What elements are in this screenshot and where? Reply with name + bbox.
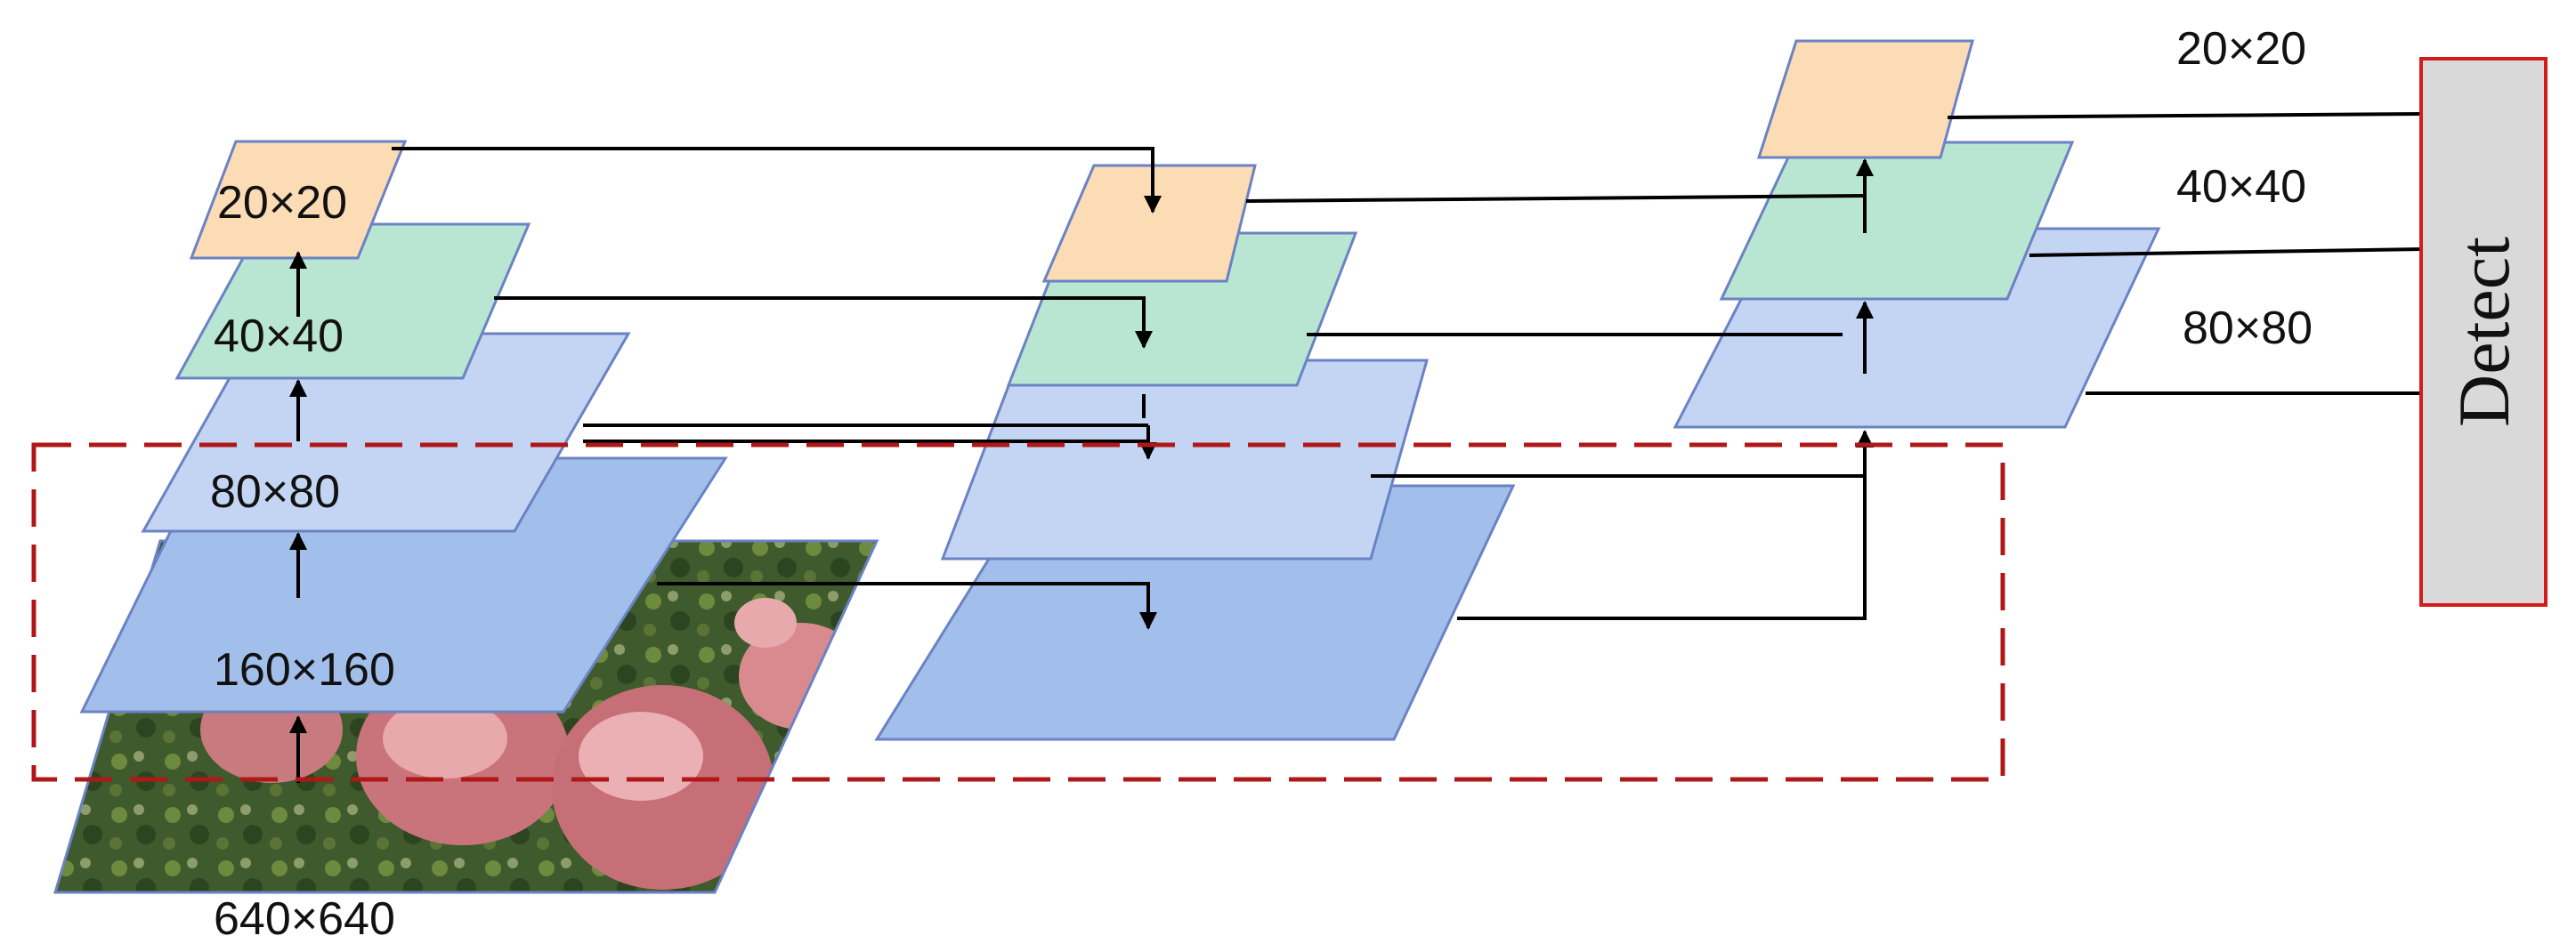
detect-label: Detect xyxy=(2443,237,2524,427)
backbone-p5-plane xyxy=(189,140,408,260)
neck-p5-plane xyxy=(1041,164,1257,283)
bottomup-connections xyxy=(1245,158,1874,620)
backbone-p3-plane xyxy=(141,332,631,533)
head-p5-label: 20×20 xyxy=(2176,23,2306,75)
head-p3-label: 80×80 xyxy=(2183,303,2313,354)
head-p5-plane xyxy=(1756,39,1974,159)
neck-column xyxy=(874,164,1516,741)
conn-neck-p5-to-head xyxy=(1245,194,1866,203)
head-p4-label: 40×40 xyxy=(2176,161,2306,213)
neck-p3-plane xyxy=(940,359,1429,561)
backbone-p3-label: 80×80 xyxy=(210,466,340,518)
conn-p5-to-neck-p5 xyxy=(392,147,1162,214)
detect-box xyxy=(2419,57,2548,607)
conn-head-p5-detect xyxy=(1947,112,2422,119)
detect-connections xyxy=(1947,112,2422,395)
backbone-column: 640×640 160×160 80×80 40×40 20×20 xyxy=(53,140,879,945)
head-column: 20×20 40×40 80×80 xyxy=(1673,23,2313,429)
conn-head-p4-detect xyxy=(2029,247,2422,257)
backbone-input-label: 640×640 xyxy=(214,893,395,945)
topdown-connections xyxy=(392,147,1162,630)
detect-block: Detect xyxy=(2419,57,2548,607)
backbone-p4-label: 40×40 xyxy=(214,311,344,362)
conn-p2-to-neck-p2 xyxy=(657,582,1157,630)
head-p4-plane xyxy=(1719,141,2075,301)
backbone-p2-label: 160×160 xyxy=(214,644,395,696)
conn-neck-p2-to-head xyxy=(1457,430,1874,620)
backbone-p5-label: 20×20 xyxy=(217,177,347,229)
conn-p4-to-neck-p4 xyxy=(494,296,1153,349)
highlight-region xyxy=(31,442,2005,782)
backbone-p4-plane xyxy=(174,222,531,380)
